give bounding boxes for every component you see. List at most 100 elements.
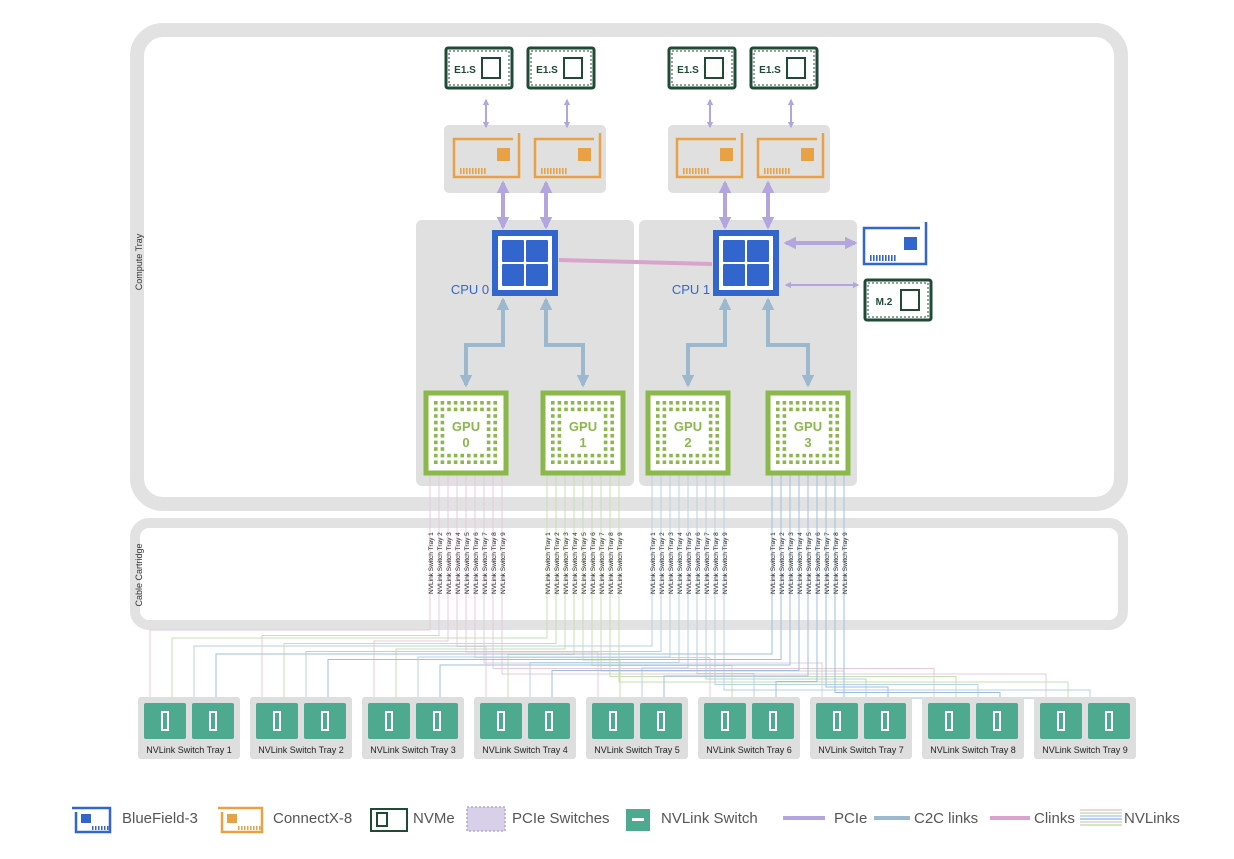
gpu-pad xyxy=(809,453,813,458)
nvlink-switch-chip-b xyxy=(864,703,906,739)
cable-label: NVLink Switch Tray 6 xyxy=(473,532,480,594)
gpu-pad xyxy=(603,460,608,464)
cpu-core xyxy=(502,264,524,286)
nic-pin xyxy=(695,168,697,174)
gpu-pad xyxy=(440,434,445,438)
nvlink-switch-tray-7: NVLink Switch Tray 7 xyxy=(810,697,912,759)
gpu-pad xyxy=(662,447,667,451)
gpu-pad xyxy=(822,460,826,464)
gpu-pad xyxy=(480,460,484,464)
gpu-pad xyxy=(789,401,793,405)
gpu-pad xyxy=(590,453,595,458)
legend-bluefield-label: BlueField-3 xyxy=(122,810,198,827)
gpu-pad xyxy=(551,407,555,412)
legend-connectx-chip xyxy=(227,814,237,823)
gpu-index: 3 xyxy=(804,435,811,450)
cpu-core xyxy=(502,240,524,262)
nvlink-cable xyxy=(551,472,800,697)
gpu-pad xyxy=(473,407,478,412)
nic-pin xyxy=(776,168,778,174)
nvlink-cable xyxy=(641,472,689,697)
gpu-pad xyxy=(570,460,575,464)
gpu-pad xyxy=(776,427,780,431)
gpu-pad xyxy=(434,420,438,425)
gpu-pad xyxy=(656,440,660,445)
nvme-chip xyxy=(481,57,501,79)
gpu-pad xyxy=(689,460,693,464)
nvme-label: M.2 xyxy=(876,297,893,308)
gpu-pad xyxy=(675,407,680,412)
gpu-pad xyxy=(603,447,608,451)
gpu-pad xyxy=(795,453,800,458)
legend-bluefield-pin xyxy=(92,826,94,830)
nic-pin xyxy=(773,168,775,174)
cpu-label: CPU 1 xyxy=(672,282,710,297)
gpu-pad xyxy=(584,460,588,464)
legend-connectx-pin xyxy=(244,826,246,830)
c2c-link xyxy=(681,297,732,388)
nvlink-switch-glyph xyxy=(497,711,505,731)
gpu-pad xyxy=(789,460,793,464)
nvlink-switch-tray-9: NVLink Switch Tray 9 xyxy=(1034,697,1136,759)
gpu-pad xyxy=(776,434,780,438)
gpu-die xyxy=(446,413,486,453)
gpu-pad xyxy=(486,453,491,458)
cable-label: NVLink Switch Tray 4 xyxy=(455,532,462,594)
gpu-pad xyxy=(570,407,575,412)
gpu-pad xyxy=(708,401,713,405)
gpu-pad xyxy=(603,440,608,445)
nvlink-switch-chip-b xyxy=(976,703,1018,739)
gpu-pad xyxy=(662,401,667,405)
nic-pin xyxy=(559,168,561,174)
nic-pin xyxy=(882,255,884,261)
nvlink-cable xyxy=(193,472,653,697)
nvlink-switch-chip-a xyxy=(928,703,970,739)
gpu-pad xyxy=(610,414,614,418)
legend-nvlinks-label: NVLinks xyxy=(1124,810,1180,827)
gpu-pad xyxy=(557,427,562,431)
gpu-pad xyxy=(486,427,491,431)
nvlink-switch-chip xyxy=(192,703,234,739)
nvlink-cable xyxy=(215,472,773,697)
gpu-pad xyxy=(603,434,608,438)
nvlink-switch-chip-a xyxy=(704,703,746,739)
nic-pin xyxy=(565,168,567,174)
gpu-pad xyxy=(715,440,719,445)
gpu-pad xyxy=(440,447,445,451)
gpu-pad xyxy=(822,401,826,405)
nic-pin xyxy=(770,168,772,174)
gpu-pad xyxy=(815,460,820,464)
nvlink-switch-chip-a xyxy=(256,703,298,739)
gpu-pad xyxy=(480,407,484,412)
cable-label: NVLink Switch Tray 8 xyxy=(608,532,615,594)
nvlink-switch-chip xyxy=(368,703,410,739)
nvlink-switch-chip xyxy=(816,703,858,739)
nvlink-switch-glyph xyxy=(385,711,393,731)
gpu-title: GPU xyxy=(569,419,597,434)
gpu-pad xyxy=(662,414,667,418)
switch-tray-label: NVLink Switch Tray 3 xyxy=(370,745,456,755)
nic-pin xyxy=(894,255,896,261)
gpu-pad xyxy=(662,427,667,431)
connectx8-card-3 xyxy=(675,133,744,179)
gpu-pad xyxy=(453,407,458,412)
nvme-card-edge xyxy=(530,50,592,86)
cable-label: NVLink Switch Tray 8 xyxy=(833,532,840,594)
connection-links xyxy=(149,98,1113,699)
gpu-pad xyxy=(460,453,464,458)
nic-pin xyxy=(707,168,709,174)
gpu-pad xyxy=(776,447,780,451)
nic-board xyxy=(675,133,744,179)
nvlink-switch-chip-a xyxy=(368,703,410,739)
legend-bluefield-chip xyxy=(81,814,91,823)
legend-pcie-label: PCIe xyxy=(834,810,867,827)
nvlink-cable xyxy=(696,472,755,697)
nvlink-switch-glyph xyxy=(161,711,169,731)
gpu-pad xyxy=(815,453,820,458)
legend-bluefield-board xyxy=(72,806,112,834)
gpu-pad xyxy=(782,460,787,464)
switch-tray-label: NVLink Switch Tray 5 xyxy=(594,745,680,755)
